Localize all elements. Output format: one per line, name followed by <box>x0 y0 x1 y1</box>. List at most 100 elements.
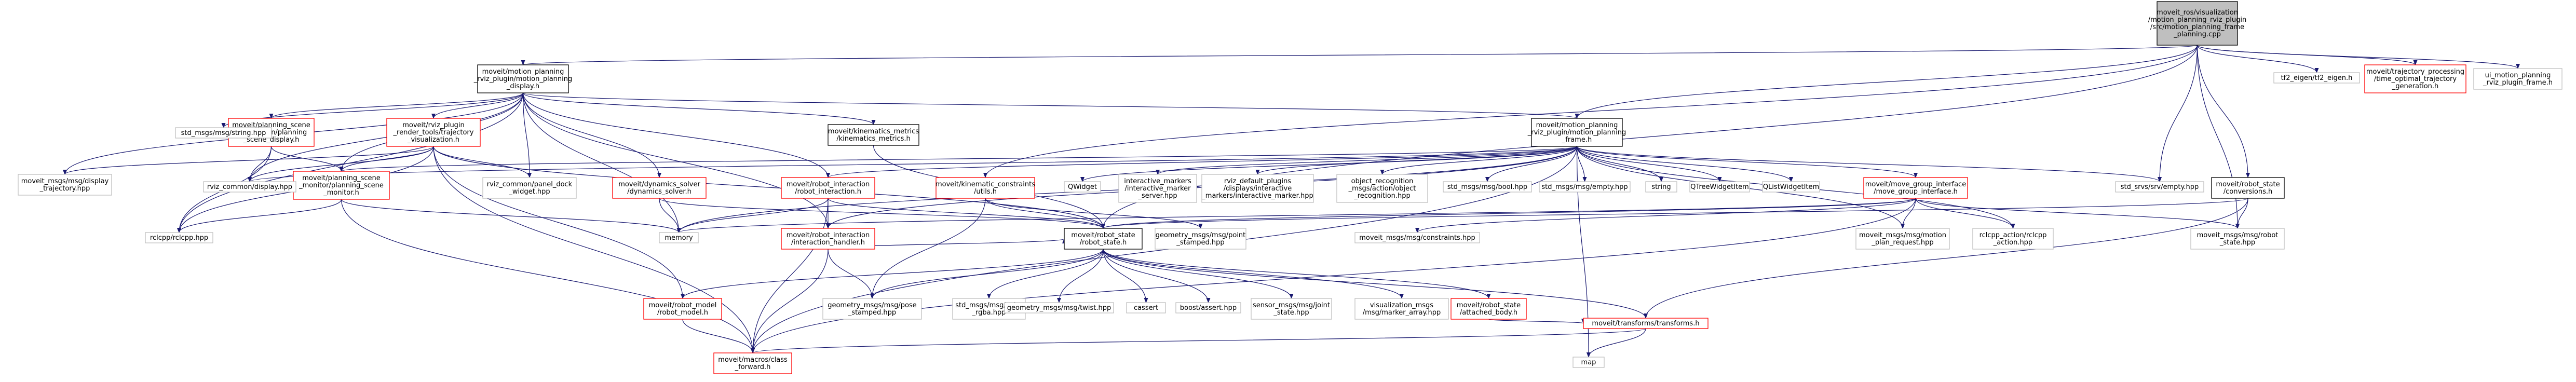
node-label-joint_state-1: _state.hpp <box>1273 309 1309 317</box>
node-box-ui_frame <box>2473 68 2563 90</box>
node-attached_body[interactable]: moveit/robot_state/attached_body.h <box>1450 298 1527 320</box>
node-robot_model[interactable]: moveit/robot_model/robot_model.h <box>643 298 722 320</box>
node-label-rclcpp-0: rclcpp/rclcpp.hpp <box>150 234 208 242</box>
node-label-robot_state-0: moveit/robot_state <box>1071 231 1135 239</box>
node-label-ui_frame-1: _rviz_plugin_frame.h <box>2483 79 2553 87</box>
node-box-rviz_default <box>1201 174 1314 203</box>
node-traj_gen[interactable]: moveit/trajectory_processing/time_optima… <box>2364 64 2466 93</box>
edge-robot_state-to-robot_model <box>681 249 1104 299</box>
edge-transforms-to-map <box>1587 328 1646 358</box>
edge-ps_monitor-to-memory <box>341 199 681 233</box>
node-box-memory <box>659 232 699 243</box>
node-label-pose_stamped-0: geometry_msgs/msg/pose <box>828 302 916 309</box>
edge-mp_display-to-ri_robot <box>522 92 830 178</box>
node-dyn_solver[interactable]: moveit/dynamics_solver/dynamics_solver.h <box>612 177 707 199</box>
edge-ps_monitor-to-class_forward <box>341 199 755 353</box>
edge-transforms-to-class_forward <box>751 328 1646 353</box>
node-box-mp_display <box>477 64 569 93</box>
edge-mgi-to-rclcpp_action <box>1915 198 2015 229</box>
edge-render_tools-to-robot_state <box>433 146 1105 229</box>
node-label-rviz_default-2: _markers/interactive_marker.hpp <box>1201 192 1313 200</box>
node-std_empty: std_msgs/msg/empty.hpp <box>1539 181 1631 193</box>
node-label-rviz_display-0: rviz_common/display.hpp <box>207 183 292 191</box>
node-label-rviz_default-1: /displays/interactive <box>1224 185 1292 193</box>
edge-robot_state-to-cassert <box>1103 249 1148 303</box>
node-box-render_tools <box>386 118 481 147</box>
node-mp_frame[interactable]: moveit/motion_planning_rviz_plugin/motio… <box>1527 118 1626 147</box>
node-box-color_rgba <box>952 298 1026 320</box>
node-label-robot_model-0: moveit/robot_model <box>649 302 717 309</box>
node-box-mp_frame <box>1531 118 1623 147</box>
node-box-constraints <box>1354 232 1480 243</box>
node-label-rs_conversions-1: /conversions.h <box>2224 188 2272 196</box>
edge-root-to-mp_display <box>522 45 2198 65</box>
edge-mgi-to-mp_request <box>1901 198 1916 229</box>
node-box-rclcpp <box>145 232 213 243</box>
node-box-im_server <box>1118 174 1197 203</box>
edge-mp_display-to-rviz_display <box>248 92 524 182</box>
node-label-im_server-1: /interactive_marker <box>1124 185 1191 193</box>
node-label-im_server-0: interactive_markers <box>1124 178 1191 185</box>
node-box-kin_constraints <box>936 177 1035 199</box>
edge-kin_constraints-to-pose_stamped <box>870 198 986 299</box>
node-label-traj_gen-0: moveit/trajectory_processing <box>2366 68 2464 76</box>
edge-robot_state-to-transforms <box>1103 249 1648 319</box>
node-ri_robot[interactable]: moveit/robot_interaction/robot_interacti… <box>781 177 875 199</box>
node-transforms[interactable]: moveit/transforms/transforms.h <box>1583 318 1709 329</box>
node-class_forward[interactable]: moveit/macros/class_forward.h <box>713 352 792 374</box>
node-label-ps_monitor-0: moveit/planning_scene <box>302 174 380 182</box>
node-box-display_traj <box>18 174 112 196</box>
node-mgi[interactable]: moveit/move_group_interface/move_group_i… <box>1863 177 1968 199</box>
node-box-std_empty <box>1539 181 1631 193</box>
edge-mgi-to-memory <box>677 198 1916 233</box>
node-label-ui_frame-0: ui_motion_planning <box>2485 72 2551 79</box>
node-label-ps_display-0: moveit/planning_scene <box>232 121 310 129</box>
node-string: string <box>1645 181 1677 193</box>
node-rviz_default: rviz_default_plugins/displays/interactiv… <box>1201 174 1314 203</box>
node-box-std_bool <box>1443 181 1532 193</box>
node-box-map <box>1572 357 1605 368</box>
node-km_metrics[interactable]: moveit/kinematics_metrics/kinematics_met… <box>828 124 919 146</box>
node-label-string-0: string <box>1651 183 1671 191</box>
node-label-map-0: map <box>1581 359 1596 366</box>
node-box-mgi <box>1863 177 1968 199</box>
node-render_tools[interactable]: moveit/rviz_plugin_render_tools/trajecto… <box>386 118 481 147</box>
node-label-robot_state_msg-1: _state.hpp <box>2219 239 2255 247</box>
node-map: map <box>1572 357 1605 368</box>
node-ps_monitor[interactable]: moveit/planning_scene_monitor/planning_s… <box>293 171 390 200</box>
node-label-render_tools-1: _render_tools/trajectory <box>393 129 474 137</box>
node-memory: memory <box>659 232 699 243</box>
edge-render_tools-to-class_forward <box>433 146 755 353</box>
edge-mp_display-to-ps_display <box>269 92 524 119</box>
node-label-joint_state-0: sensor_msgs/msg/joint <box>1253 302 1330 309</box>
node-box-panel_dock <box>482 177 577 199</box>
node-box-ps_monitor <box>293 171 390 200</box>
node-obj_recog: object_recognition_msgs/action/object_re… <box>1336 174 1428 203</box>
node-robot_state[interactable]: moveit/robot_state/robot_state.h <box>1064 228 1143 250</box>
node-rs_conversions[interactable]: moveit/robot_state/conversions.h <box>2211 177 2285 199</box>
node-rclcpp: rclcpp/rclcpp.hpp <box>145 232 213 243</box>
node-label-boost_assert-0: boost/assert.hpp <box>1180 304 1237 312</box>
node-label-render_tools-2: _visualization.h <box>407 136 459 144</box>
node-mp_display[interactable]: moveit/motion_planning_rviz_plugin/motio… <box>473 64 573 93</box>
node-label-attached_body-0: moveit/robot_state <box>1457 302 1521 309</box>
node-box-qwidget <box>1064 181 1101 193</box>
node-qlistwidget: QListWidgetItem <box>1762 181 1820 193</box>
node-label-kin_constraints-0: moveit/kinematic_constraints <box>936 181 1035 188</box>
node-root[interactable]: moveit_ros/visualization/motion_planning… <box>2148 1 2247 46</box>
node-label-mp_display-0: moveit/motion_planning <box>482 68 564 76</box>
node-box-cassert <box>1126 302 1166 313</box>
edge-mgi-to-robot_state <box>1101 198 1916 229</box>
edge-ps_monitor-to-rclcpp <box>177 199 342 233</box>
node-pose_stamped: geometry_msgs/msg/pose_stamped.hpp <box>822 298 922 320</box>
edge-robot_state-to-color_rgba <box>987 249 1104 299</box>
node-label-color_rgba-1: _rgba.hpp <box>972 309 1006 317</box>
edge-root-to-ui_frame <box>2197 45 2520 69</box>
node-point_stamped: geometry_msgs/msg/point_stamped.hpp <box>1155 228 1246 250</box>
edge-rs_conversions-to-robot_state <box>1101 198 2248 229</box>
node-label-std_string-0: std_msgs/msg/string.hpp <box>181 129 266 137</box>
node-kin_constraints[interactable]: moveit/kinematic_constraints/utils.h <box>936 177 1035 199</box>
edge-render_tools-to-ps_monitor <box>339 146 434 172</box>
node-ri_handler[interactable]: moveit/robot_interaction/interaction_han… <box>781 228 875 250</box>
edge-dyn_solver-to-memory <box>659 198 681 233</box>
